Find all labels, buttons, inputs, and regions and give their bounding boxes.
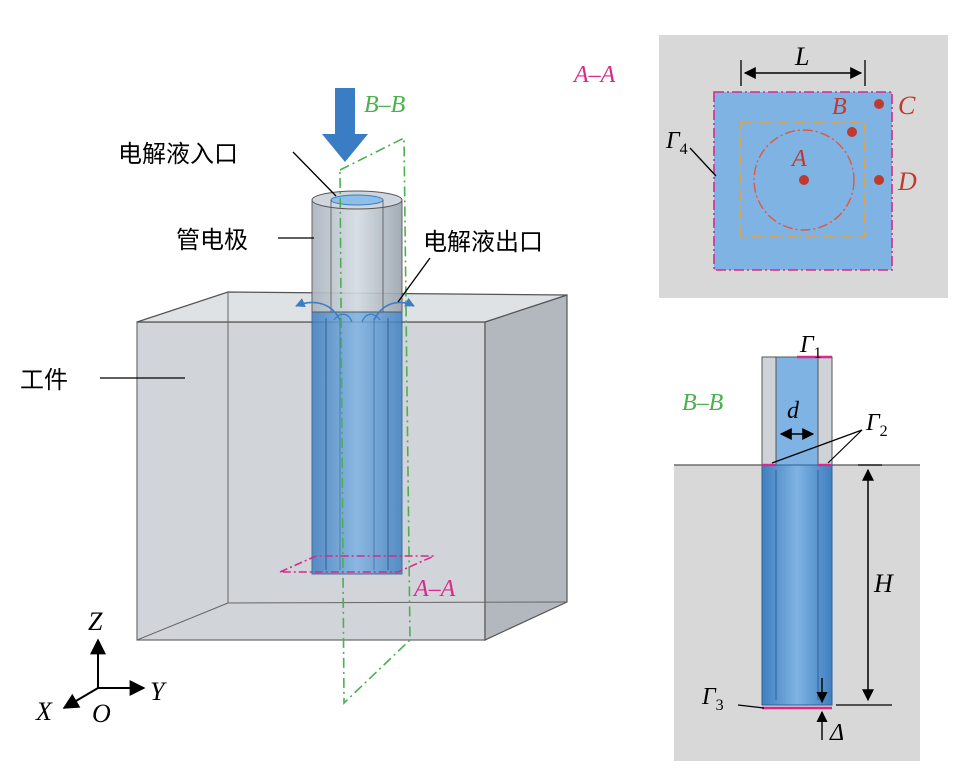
- section-bb-label: B–B: [364, 92, 406, 118]
- gamma1-label: Γ1: [799, 332, 822, 362]
- dimension-d-label: d: [787, 398, 800, 424]
- hole-circle: [753, 129, 855, 231]
- tube-electrode-3d: [311, 190, 403, 313]
- point-c-marker: [874, 99, 884, 109]
- gamma4-label: Γ4: [665, 128, 688, 158]
- axis-z-label: Z: [88, 607, 103, 636]
- axis-x-label: X: [35, 697, 53, 726]
- section-aa-panel: A–A L Γ4 A B C D: [572, 35, 948, 298]
- dimension-L-label: L: [794, 42, 809, 71]
- machined-hole: [311, 311, 403, 575]
- axis-y-label: Y: [150, 677, 167, 706]
- panel-aa-title: A–A: [572, 62, 616, 88]
- dimension-delta-label: Δ: [829, 720, 844, 746]
- outlet-leader: [397, 257, 431, 303]
- axis-origin-label: O: [92, 699, 111, 728]
- gamma3-label: Γ3: [701, 684, 724, 714]
- inlet-leader: [292, 151, 337, 197]
- inner-boundary: [740, 121, 866, 237]
- tube-electrode-label: 管电极: [176, 226, 248, 254]
- panel-bb-title: B–B: [682, 390, 724, 416]
- electrolyte-outlet-label: 电解液出口: [423, 228, 543, 256]
- point-a-label: A: [790, 146, 807, 172]
- gamma2-label: Γ2: [865, 410, 888, 440]
- section-plane-aa: [279, 555, 435, 573]
- outlet-flow-arrows: [295, 297, 415, 323]
- workpiece-label: 工件: [20, 366, 68, 394]
- point-b-label: B: [832, 94, 847, 120]
- point-d-marker: [874, 175, 884, 185]
- point-c-label: C: [898, 91, 916, 120]
- workpiece-3d-view: 电解液入口 管电极 电解液出口 工件 B–B A–A: [20, 88, 568, 705]
- point-b-marker: [847, 127, 857, 137]
- section-aa-label: A–A: [412, 576, 456, 602]
- electrolyte-inlet-label: 电解液入口: [118, 140, 238, 168]
- point-d-label: D: [897, 167, 917, 196]
- coordinate-axes: Z Y X O: [35, 607, 167, 728]
- section-plane-bb: [339, 136, 411, 705]
- dimension-H-label: H: [873, 569, 894, 598]
- section-bb-panel: B–B Γ1 Γ2 d H Γ3 Δ: [674, 332, 920, 761]
- inlet-arrow-icon: [322, 88, 368, 162]
- point-a-marker: [799, 175, 809, 185]
